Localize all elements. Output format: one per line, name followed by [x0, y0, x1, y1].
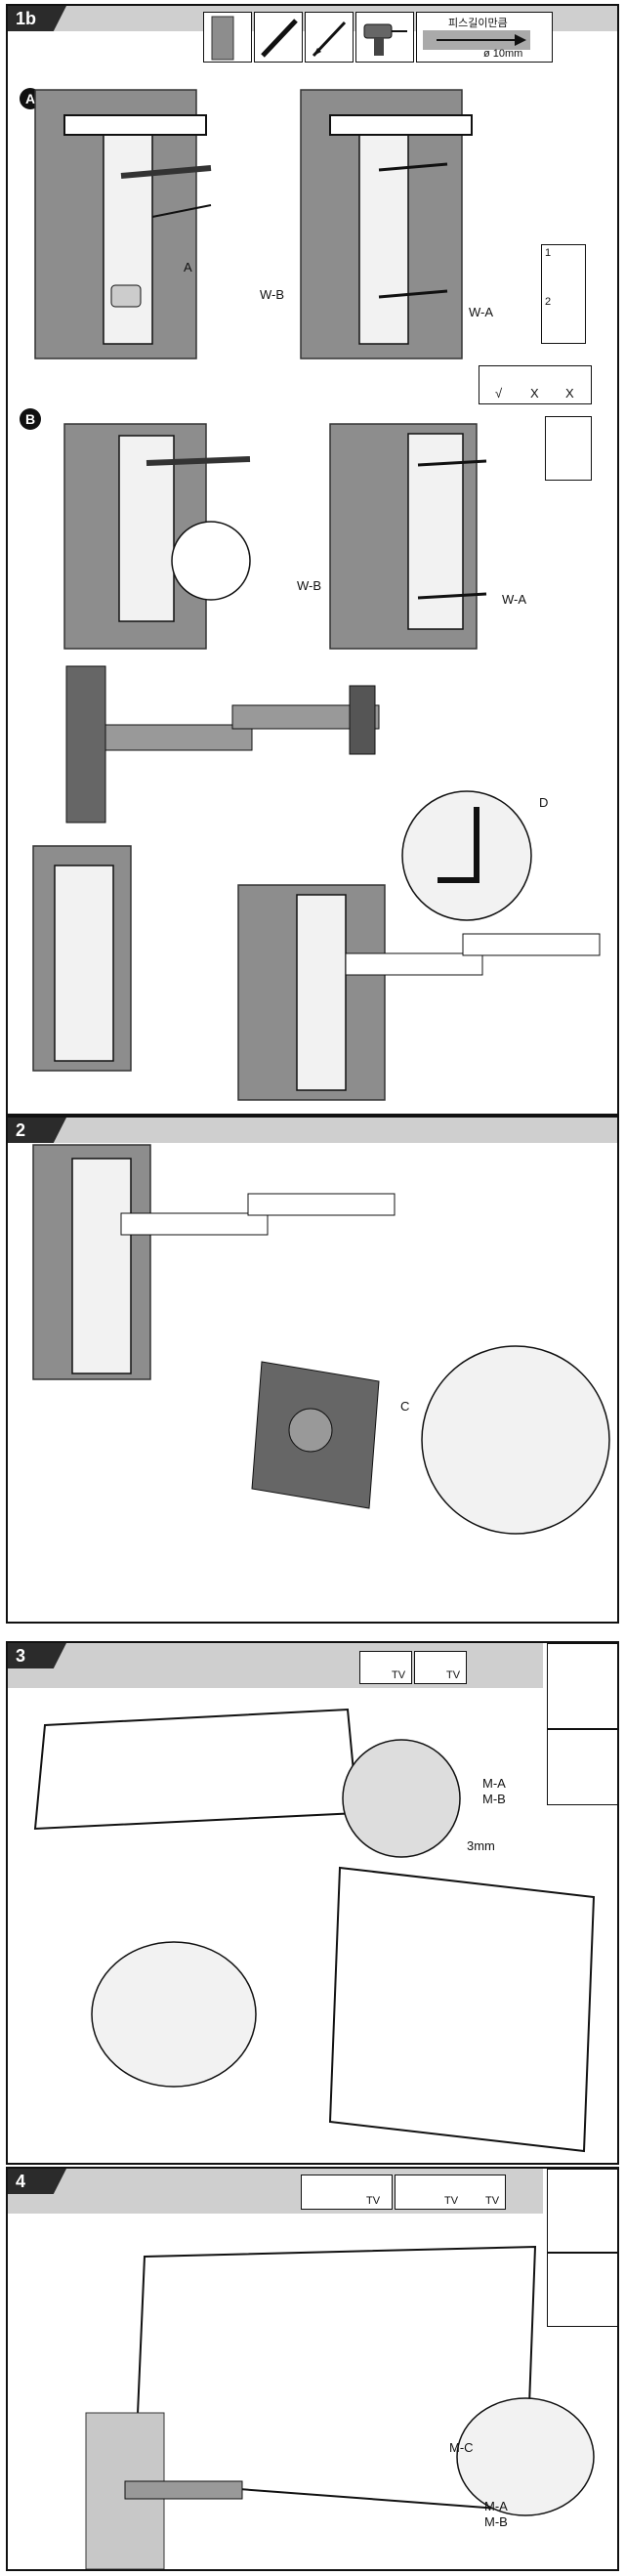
tool-drill-icon	[355, 12, 414, 63]
hex-key-zoom	[401, 790, 532, 921]
label-c: C	[400, 1399, 410, 1414]
label-a: A	[184, 260, 192, 274]
screwdriver-icon-box	[547, 1729, 617, 1805]
tool-pencil-icon	[305, 12, 354, 63]
tv-mark-1: TV	[392, 1669, 406, 1681]
tv-mark-3: TV	[366, 2195, 381, 2207]
tv-back-panel	[33, 1708, 359, 1831]
arm-assembly	[65, 665, 380, 823]
wall-mounted-arm	[237, 884, 601, 1101]
wall-arm-step2	[32, 1144, 396, 1380]
wall-plate-left	[32, 845, 132, 1072]
wall-a-left	[34, 89, 212, 359]
knob-zoom	[421, 1345, 610, 1535]
tv-mark-2: TV	[446, 1669, 461, 1681]
drill-icon-box	[545, 416, 592, 481]
label-mc: M-C	[449, 2440, 474, 2455]
label-ma-3: M-A	[482, 1776, 506, 1791]
mount-zoom	[91, 1941, 257, 2088]
tv-screw-ok-box: TV	[301, 2175, 393, 2210]
tv-mounted-view	[328, 1866, 596, 2153]
screwdriver-icon-box	[547, 2253, 617, 2327]
wall-b-right	[329, 423, 487, 650]
label-mb-4: M-B	[484, 2514, 508, 2529]
screw-zoom	[342, 1739, 461, 1858]
tool-level-icon	[254, 12, 303, 63]
tv-screw-ok-box: TV	[359, 1651, 412, 1684]
check-x1: X	[530, 386, 539, 401]
check-x2: X	[565, 386, 574, 401]
label-wa-a: W-A	[469, 305, 494, 319]
drill-step-2: 2	[545, 296, 552, 308]
screw-zoom-4	[456, 2397, 595, 2516]
drill-step-1: 1	[545, 247, 552, 259]
check-ok: √	[495, 386, 503, 401]
label-d: D	[539, 795, 549, 810]
tv-mark-4: TV	[444, 2195, 459, 2207]
drill-depth-korean: 피스길이만큼	[448, 18, 508, 29]
label-wa-b: W-A	[502, 592, 527, 607]
panel-step-4: 4 TV TV TV M-C M-A M-B	[6, 2167, 619, 2571]
label-mb-3: M-B	[482, 1792, 506, 1806]
two-person-icon-box	[547, 1643, 617, 1729]
panel-step-2: 2 C	[6, 1116, 619, 1624]
label-wb-a: W-B	[260, 287, 285, 302]
panel-step-3: 3 TV TV M-A M-B 3mm	[6, 1641, 619, 2165]
tool-wall-icon	[203, 12, 252, 63]
section-b-badge: B	[20, 408, 41, 430]
wall-b-left	[63, 423, 251, 650]
header-bar	[8, 1118, 617, 1143]
screw-check-box: √ X X	[479, 365, 592, 404]
vesa-plate	[251, 1361, 380, 1509]
tv-screw-bad-box: TV TV	[395, 2175, 506, 2210]
tool-drill-depth-icon: 피스길이만큼 ø 10mm	[416, 12, 553, 63]
drill-step-box: 1 2	[541, 244, 586, 344]
tv-mark-5: TV	[485, 2195, 500, 2207]
drill-depth-size: ø 10mm	[483, 48, 523, 60]
two-person-icon-box	[547, 2169, 617, 2253]
wall-a-right	[300, 89, 473, 359]
wall-arm-step4	[85, 2412, 243, 2569]
label-3mm: 3mm	[467, 1838, 495, 1853]
tv-screw-bad-box: TV	[414, 1651, 467, 1684]
label-ma-4: M-A	[484, 2499, 508, 2513]
panel-step-1b: 1b 피스길이만큼 ø 10mm A A W-B W-A 1 2	[6, 4, 619, 1116]
label-wb-b: W-B	[297, 578, 322, 593]
